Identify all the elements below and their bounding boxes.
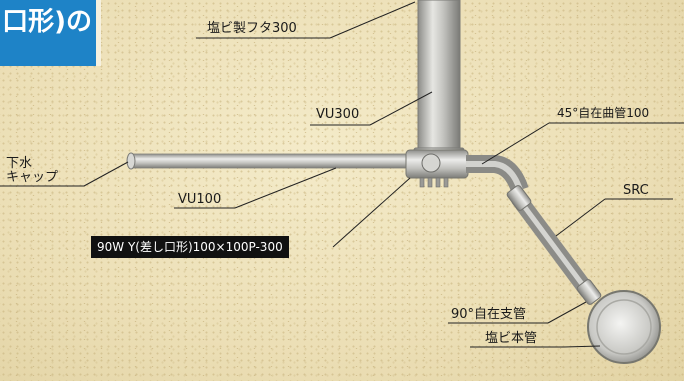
label-branch90: 90°自在支管 — [451, 307, 527, 322]
title-banner: 口形)の — [0, 0, 96, 66]
label-sewer-cap-2: キャップ — [6, 170, 59, 185]
banner-text: 口形)の — [2, 7, 92, 37]
label-src: SRC — [623, 183, 649, 198]
label-sewer-cap-1: 下水 — [6, 156, 33, 171]
src-joint — [506, 185, 532, 211]
label-vu300: VU300 — [316, 107, 360, 122]
label-elbow45: 45°自在曲管100 — [557, 106, 650, 120]
wye-socket — [421, 153, 441, 173]
sewer-cap — [126, 152, 136, 170]
vu300-pipe — [417, 0, 461, 156]
wye-feet — [419, 177, 449, 188]
label-cover: 塩ビ製フタ300 — [207, 21, 297, 36]
branch-joint — [576, 279, 602, 305]
label-main-pipe: 塩ビ本管 — [485, 331, 538, 346]
leader-lines — [0, 1, 684, 348]
banner-edge — [96, 0, 101, 66]
label-wye: 90W Y(差し口形)100×100P-300 — [91, 236, 289, 258]
label-vu100: VU100 — [178, 192, 222, 207]
main-pipe — [587, 290, 661, 364]
vu100-pipe — [129, 153, 421, 169]
